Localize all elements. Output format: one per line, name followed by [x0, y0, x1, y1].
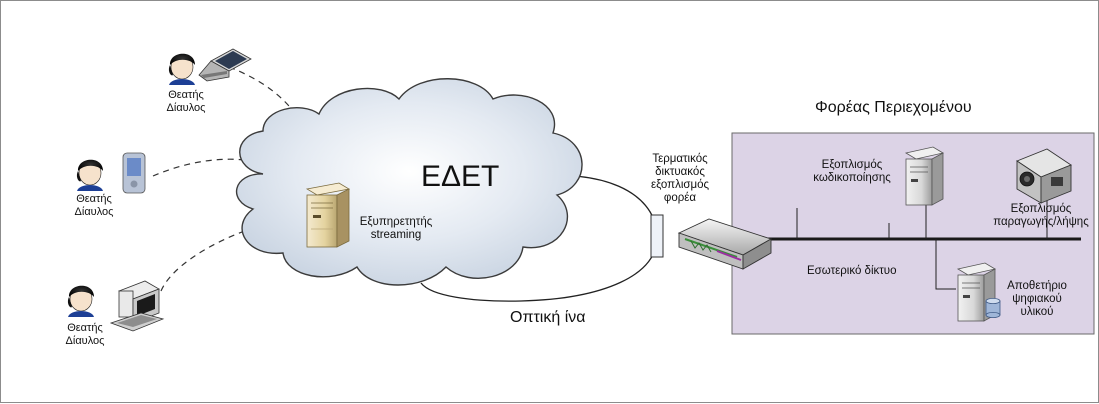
- production-equipment-line2: παραγωγής/λήψης: [993, 216, 1089, 228]
- storage-link: [935, 239, 956, 290]
- edet-cloud: [235, 78, 583, 286]
- laptop-icon: [198, 48, 252, 82]
- internal-network-label: Εσωτερικό δίκτυο: [807, 265, 897, 277]
- router-icon: [677, 218, 773, 270]
- viewer-person-icon: [168, 53, 195, 85]
- pda-icon: [122, 152, 146, 194]
- terminal-equipment-label: Τερματικός δικτυακός εξοπλισμός φορέα: [639, 153, 721, 205]
- viewer-role: Θεατής: [168, 89, 204, 101]
- streaming-server-icon: [305, 182, 351, 248]
- viewer-channel: Δίαυλος: [166, 101, 206, 114]
- viewer-channel: Δίαυλος: [65, 334, 105, 347]
- fiber-connector: [650, 214, 664, 258]
- viewer-person-icon: [76, 159, 103, 191]
- viewer-role: Θεατής: [67, 322, 103, 334]
- production-equipment-label: Εξοπλισμός παραγωγής/λήψης: [991, 203, 1091, 229]
- terminal-equipment-line3: εξοπλισμός: [650, 179, 710, 191]
- storage-label: Αποθετήριο ψηφιακού υλικού: [1001, 280, 1073, 319]
- viewer-person-icon: [67, 285, 94, 317]
- terminal-equipment-line4: φορέα: [663, 192, 697, 204]
- encoding-equipment-line2: κωδικοποίησης: [813, 172, 891, 184]
- encoding-server-icon: [904, 146, 945, 206]
- fiber-loop: [420, 174, 658, 302]
- viewer-channel: Δίαυλος: [74, 205, 114, 218]
- viewer-label-middle: Θεατής Δίαυλος: [59, 193, 129, 218]
- storage-line3: υλικού: [1020, 306, 1054, 318]
- streaming-server-line1: Εξυπηρετητής: [359, 216, 433, 228]
- viewer-label-bottom: Θεατής Δίαυλος: [50, 322, 120, 347]
- cloud-label: ΕΔΕΤ: [421, 160, 500, 193]
- streaming-server-line2: streaming: [370, 229, 422, 241]
- viewer-label-top: Θεατής Δίαυλος: [151, 89, 221, 114]
- terminal-equipment-line1: Τερματικός: [652, 153, 708, 165]
- storage-line2: ψηφιακού: [1012, 293, 1062, 305]
- database-disk-icon: [985, 297, 1001, 318]
- storage-line1: Αποθετήριο: [1007, 280, 1067, 292]
- terminal-equipment-line2: δικτυακός: [655, 166, 705, 178]
- desktop-computer-icon: [109, 280, 165, 332]
- provider-title: Φορέας Περιεχομένου: [815, 99, 972, 116]
- encoding-equipment-line1: Εξοπλισμός: [821, 159, 883, 171]
- streaming-server-label: Εξυπηρετητής streaming: [346, 216, 446, 242]
- encoding-equipment-label: Εξοπλισμός κωδικοποίησης: [806, 159, 898, 185]
- video-camera-icon: [1016, 148, 1072, 204]
- fiber-label: Οπτική ίνα: [510, 309, 586, 326]
- production-equipment-line1: Εξοπλισμός: [1010, 203, 1072, 215]
- viewer-role: Θεατής: [76, 193, 112, 205]
